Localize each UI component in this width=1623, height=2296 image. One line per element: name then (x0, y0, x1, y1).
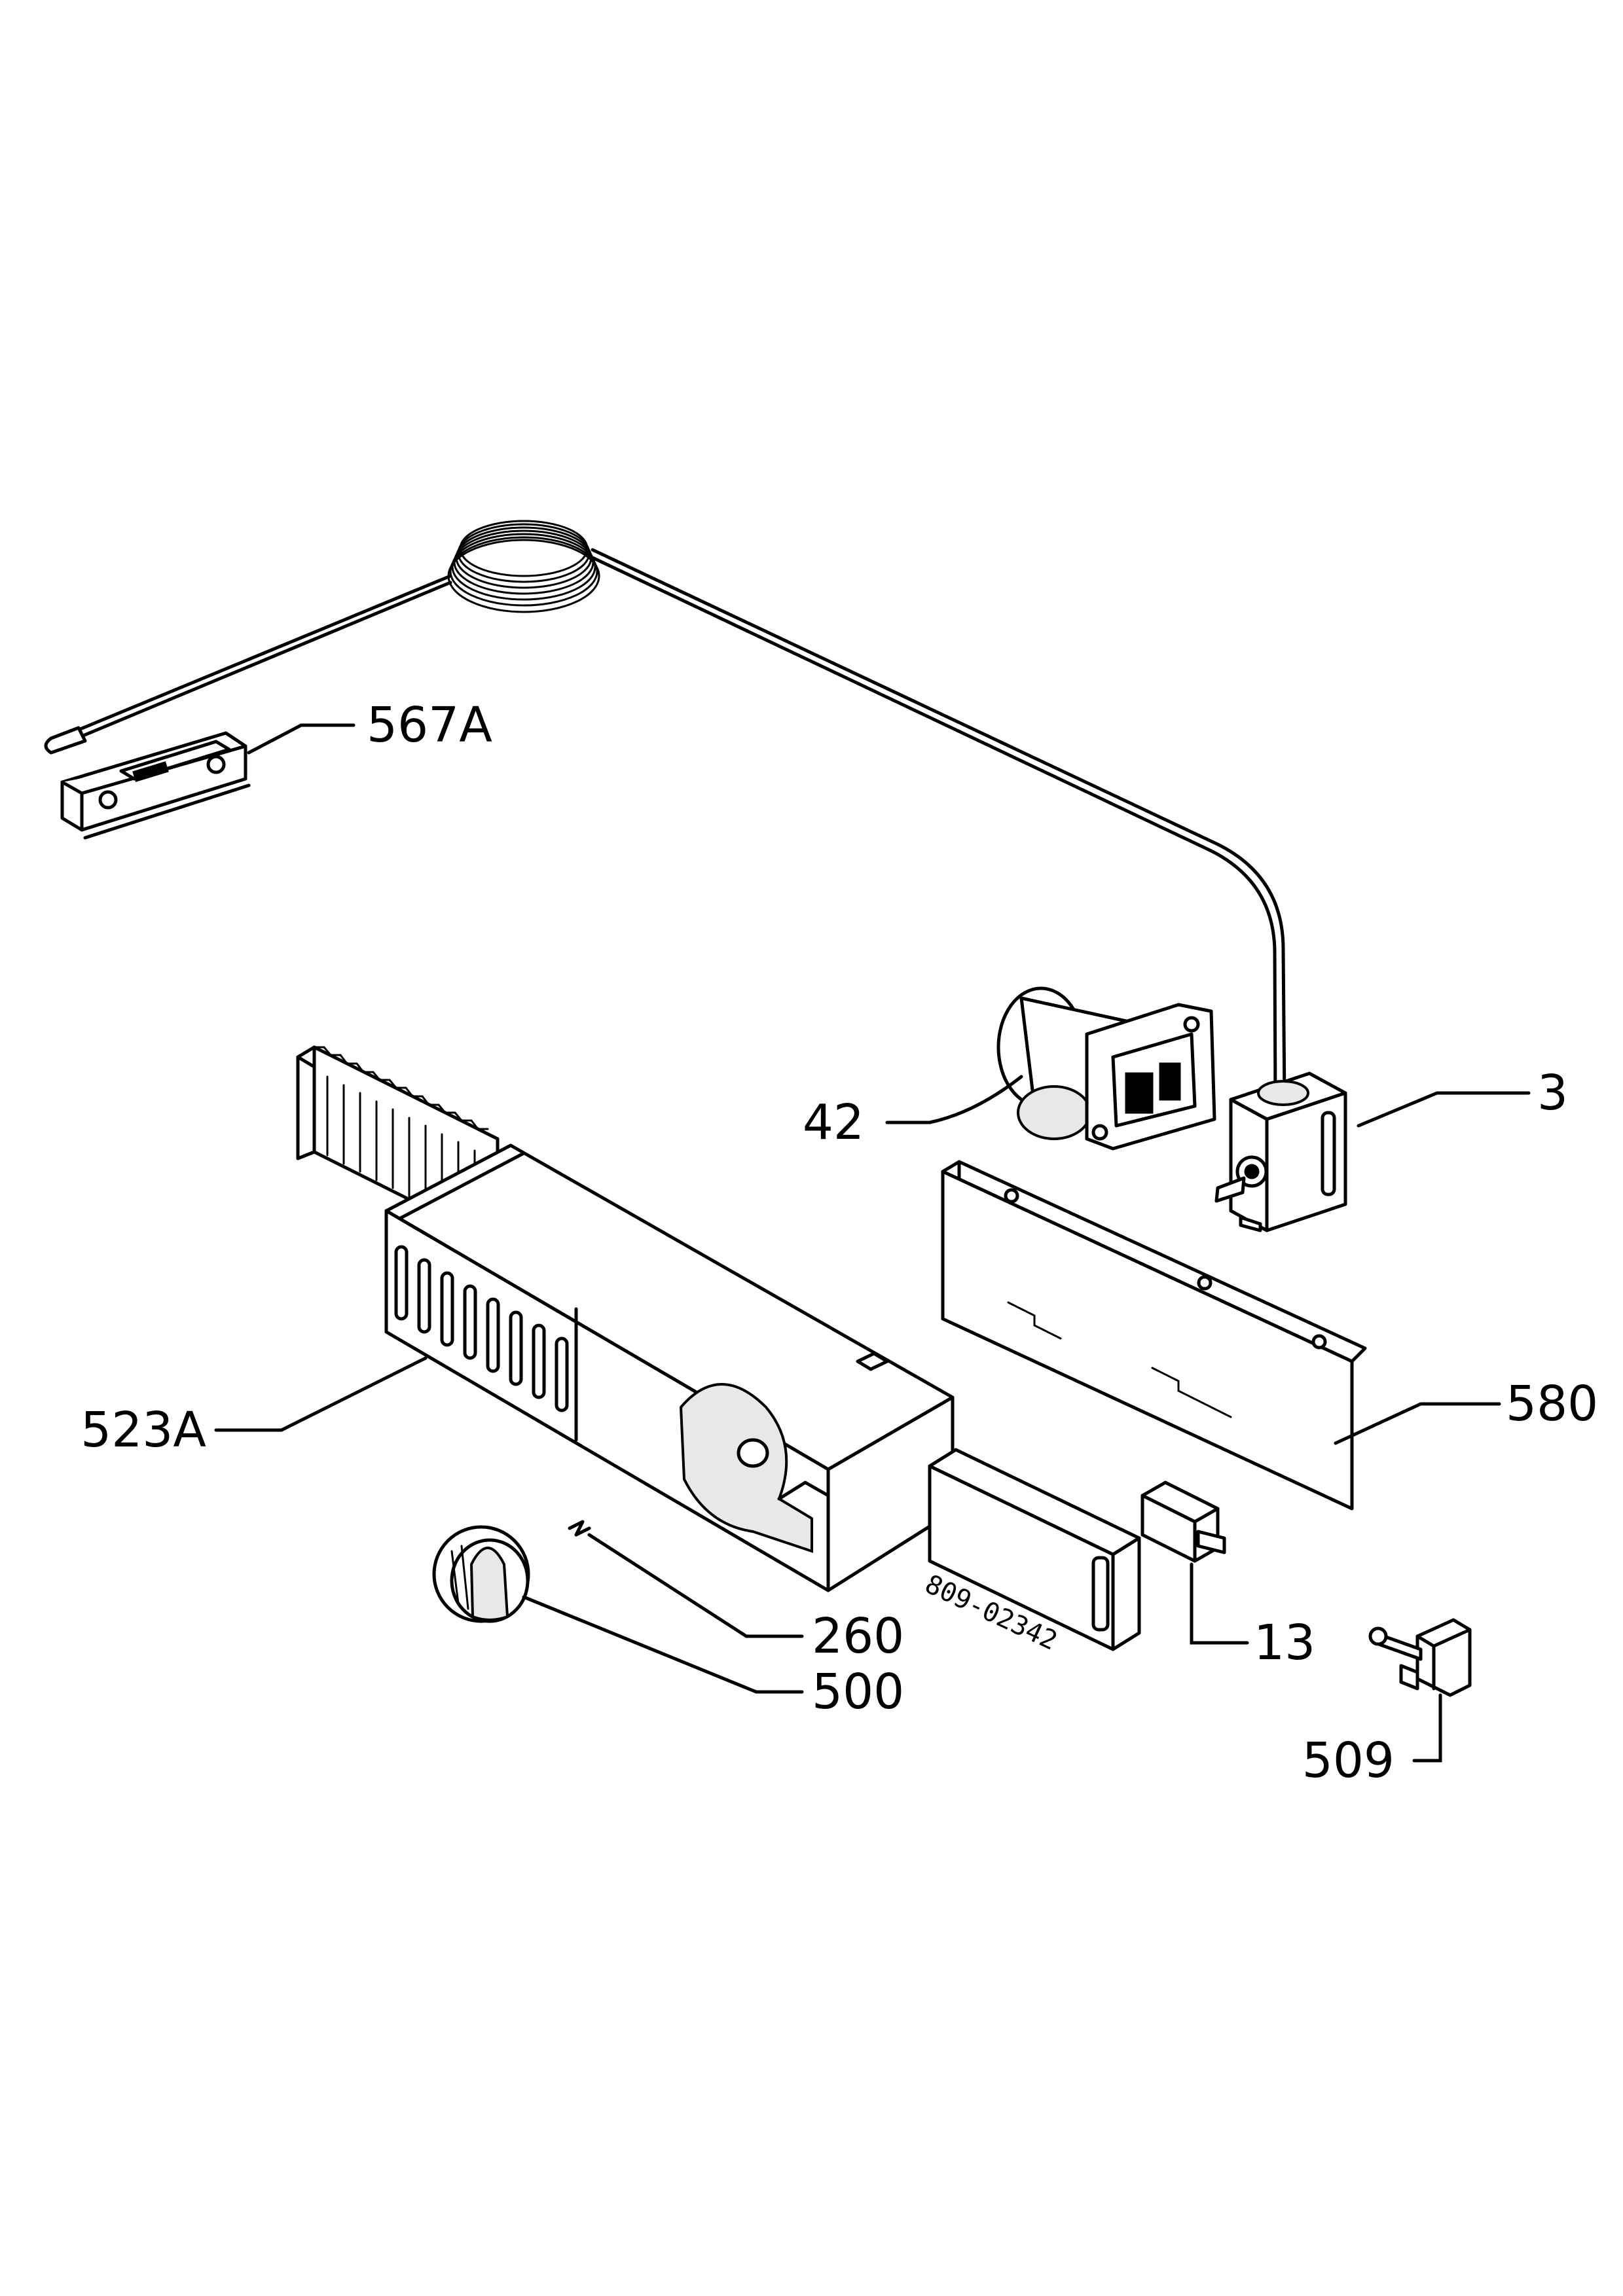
part-cover-block: 809-02342 (921, 1448, 1141, 1657)
part-580-panel (941, 1160, 1367, 1511)
part-labels: 567A 42 3 523A 580 260 500 13 509 (81, 697, 1598, 1789)
part-42-lamp-holder (996, 986, 1216, 1151)
label-500: 500 (812, 1664, 904, 1720)
part-260-clip (568, 1520, 591, 1537)
part-523a-housing (296, 1045, 955, 1592)
label-3: 3 (1537, 1065, 1568, 1121)
label-42: 42 (803, 1094, 864, 1151)
part-3-thermostat (1214, 1071, 1347, 1232)
part-500-knob (432, 1525, 530, 1623)
label-260: 260 (812, 1608, 904, 1664)
part-509-clip (1368, 1618, 1472, 1697)
label-13: 13 (1254, 1615, 1315, 1671)
label-523a: 523A (81, 1402, 206, 1458)
part-567a-clip (60, 731, 251, 840)
part-13-switch (1140, 1480, 1226, 1563)
label-509: 509 (1302, 1732, 1395, 1789)
label-567a: 567A (367, 697, 492, 753)
capillary-tube (44, 520, 1286, 1105)
label-580: 580 (1506, 1376, 1598, 1432)
leader-lines (214, 723, 1531, 1763)
